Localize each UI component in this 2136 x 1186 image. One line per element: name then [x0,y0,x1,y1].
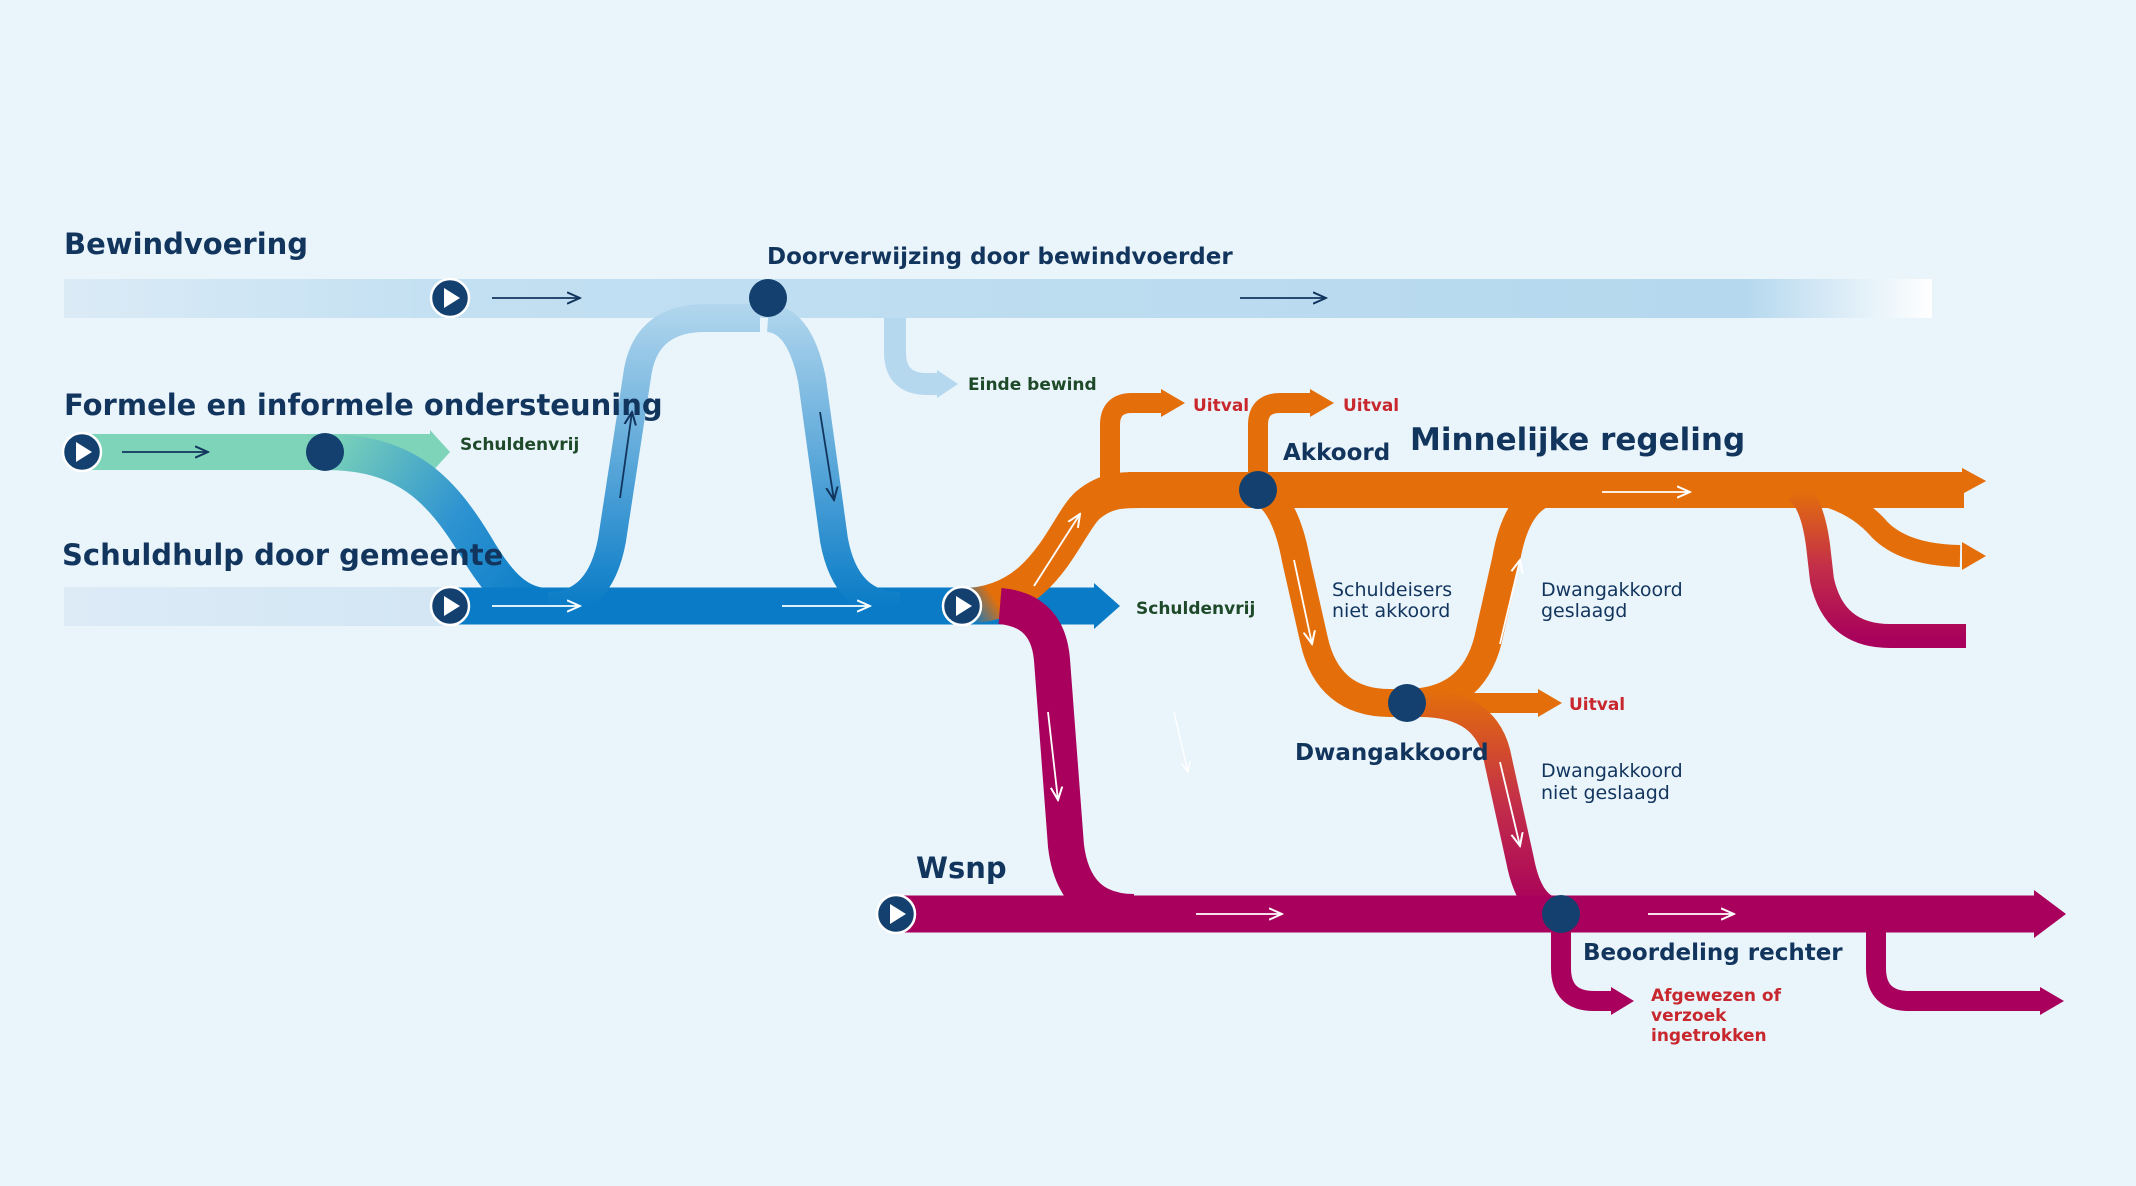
uitval-2-arrowhead [1310,389,1334,417]
arrow-down-icon [1173,711,1188,772]
label-uitval-1: Uitval [1193,396,1249,416]
minnelijke-arrowhead-main-b [1962,468,1986,494]
wsnp-arrowhead [2034,890,2066,938]
label-schuldeisers-line1: Schuldeisers [1332,579,1452,601]
bewindvoering-lane [64,279,1932,318]
lane-title-schuldhulp: Schuldhulp door gemeente [62,538,503,572]
play-icon [941,585,983,627]
label-dwangakkoord: Dwangakkoord [1295,740,1489,766]
arrow-down-icon [1499,761,1520,846]
schuldhulp-lane-bg [64,587,448,626]
uitval-1-branch [1100,393,1163,478]
play-icon [61,431,103,473]
circle-node-icon [1239,471,1277,509]
label-afgewezen-line3: ingetrokken [1651,1026,1767,1046]
label-dwang-niet-line2: niet geslaagd [1541,782,1670,804]
circle-node-icon [306,433,344,471]
arrow-up-icon [619,412,632,499]
label-dwang-geslaagd-line2: geslaagd [1541,600,1627,622]
play-icon [429,585,471,627]
label-akkoord: Akkoord [1283,440,1390,466]
label-dwang-geslaagd-line1: Dwangakkoord [1541,579,1683,601]
schuldhulp-arrowhead [1094,583,1120,629]
lane-title-ondersteuning: Formele en informele ondersteuning [64,388,663,422]
arrow-up-icon [1499,560,1520,645]
circle-node-icon [1542,895,1580,933]
uitval-3-arrowhead [1538,689,1562,717]
minnelijke-branch-2-arrowhead [1962,542,1986,570]
play-icon [429,277,471,319]
arrow-down-icon [1047,711,1058,800]
label-dwang-niet-line1: Dwangakkoord [1541,760,1683,782]
label-uitval-3: Uitval [1569,695,1625,715]
circle-node-icon [1388,684,1426,722]
label-einde-bewind: Einde bewind [968,375,1097,395]
ondersteuning-to-schuldhulp-curve [324,434,550,624]
label-beoordeling-rechter: Beoordeling rechter [1583,940,1843,966]
play-icon [875,893,917,935]
bewind-to-schuldhulp-branch [765,304,901,620]
label-schuldenvrij-2: Schuldenvrij [1136,599,1255,619]
label-schuldenvrij-1: Schuldenvrij [460,435,579,455]
lane-title-bewindvoering: Bewindvoering [64,227,308,261]
lane-title-minnelijke: Minnelijke regeling [1410,422,1745,458]
schuldhulp-to-wsnp-branch [997,588,1135,930]
ondersteuning-arrowhead [430,430,450,474]
label-doorverwijzing: Doorverwijzing door bewindvoerder [767,244,1233,270]
schuldhulp-to-bewind-branch [547,304,760,620]
label-afgewezen-line1: Afgewezen of [1651,986,1782,1006]
uitval-1-arrowhead [1161,389,1185,417]
arrow-down-icon [1293,559,1312,644]
dwangakkoord-niet-geslaagd-branch [1419,689,1562,926]
label-schuldeisers-line2: niet akkoord [1332,600,1450,622]
arrow-up-right-icon [1033,514,1080,587]
afgewezen-branch [1551,926,1614,1011]
circle-node-icon [749,279,787,317]
label-uitval-2: Uitval [1343,396,1399,416]
wsnp-branch-2-arrowhead [2040,987,2064,1015]
uitval-2-branch [1248,393,1312,478]
lane-title-wsnp: Wsnp [916,851,1007,885]
einde-bewind-branch [884,318,940,395]
einde-bewind-arrowhead [937,370,958,398]
wsnp-branch-2 [1866,926,2042,1011]
minnelijke-branch-3 [1787,479,1966,648]
afgewezen-arrowhead [1611,987,1634,1015]
label-afgewezen-line2: verzoek [1651,1006,1727,1026]
arrow-down-icon [819,411,834,500]
minnelijke-branch-2 [1793,479,1961,567]
